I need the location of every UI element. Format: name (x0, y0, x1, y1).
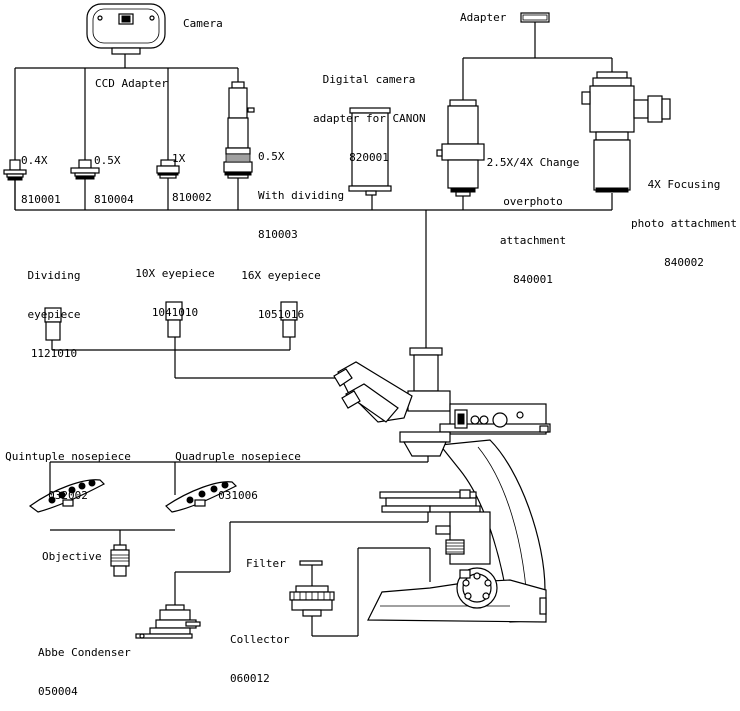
ccd-adapter-05x-label: 0.5X 810004 (94, 154, 134, 206)
quintuple-nosepiece-icon (28, 479, 106, 513)
filter-icon (299, 560, 323, 586)
change-photo-attachment-icon (436, 99, 485, 197)
ccd-adapter-1x-label: 1X 810002 (172, 152, 212, 204)
objective-label: Objective (42, 550, 102, 563)
ccd-adapter-dividing-icon (223, 81, 255, 179)
adapter-label: Adapter (460, 11, 507, 24)
ccd-adapter-05x-icon (70, 159, 100, 180)
dividing-eyepiece-label: Dividing eyepiece 1121010 (27, 269, 81, 360)
abbe-condenser-label: Abbe Condenser 050004 (38, 646, 131, 698)
ccd-adapter-1x-icon (156, 159, 180, 179)
focusing-photo-attachment-icon (581, 71, 671, 193)
quintuple-nosepiece-label: Quintuple nosepiece 032002 (5, 450, 131, 502)
abbe-condenser-icon (135, 604, 201, 639)
collector-label: Collector 060012 (230, 633, 290, 685)
ccd-adapter-04x-label: 0.4X 810001 (21, 154, 61, 206)
dividing-eyepiece-icon (44, 307, 62, 341)
canon-adapter-icon (348, 107, 392, 196)
diagram-drawing (3, 3, 671, 639)
eyepiece-16x-icon (280, 301, 298, 338)
accessory-diagram: Camera CCD Adapter Adapter Digital camer… (3, 3, 737, 698)
adapter-icon (520, 12, 550, 23)
change-photo-attachment-label: 2.5X/4X Change overphoto attachment 8400… (486, 156, 580, 286)
canon-adapter-label: Digital camera adapter for CANON 820001 (313, 73, 426, 164)
camera-icon (86, 3, 166, 55)
quadruple-nosepiece-label: Quadruple nosepiece 031006 (175, 450, 301, 502)
eyepiece-10x-icon (165, 301, 183, 338)
eyepiece-10x-label: 10X eyepiece 1041010 (135, 267, 215, 319)
eyepiece-16x-label: 16X eyepiece 1051016 (241, 269, 321, 321)
quadruple-nosepiece-icon (165, 481, 238, 513)
collector-icon (289, 585, 335, 617)
objective-icon (110, 544, 130, 577)
focusing-photo-attachment-label: 4X Focusing photo attachment 840002 (631, 178, 737, 269)
ccd-adapter-dividing-label: 0.5X With dividing 810003 (258, 150, 345, 241)
filter-label: Filter (246, 557, 286, 570)
camera-label: Camera (183, 17, 223, 30)
ccd-adapter-04x-icon (3, 159, 27, 181)
connector-lines (14, 22, 613, 637)
microscope-icon (333, 347, 551, 623)
ccd-adapter-label: CCD Adapter (95, 77, 168, 90)
